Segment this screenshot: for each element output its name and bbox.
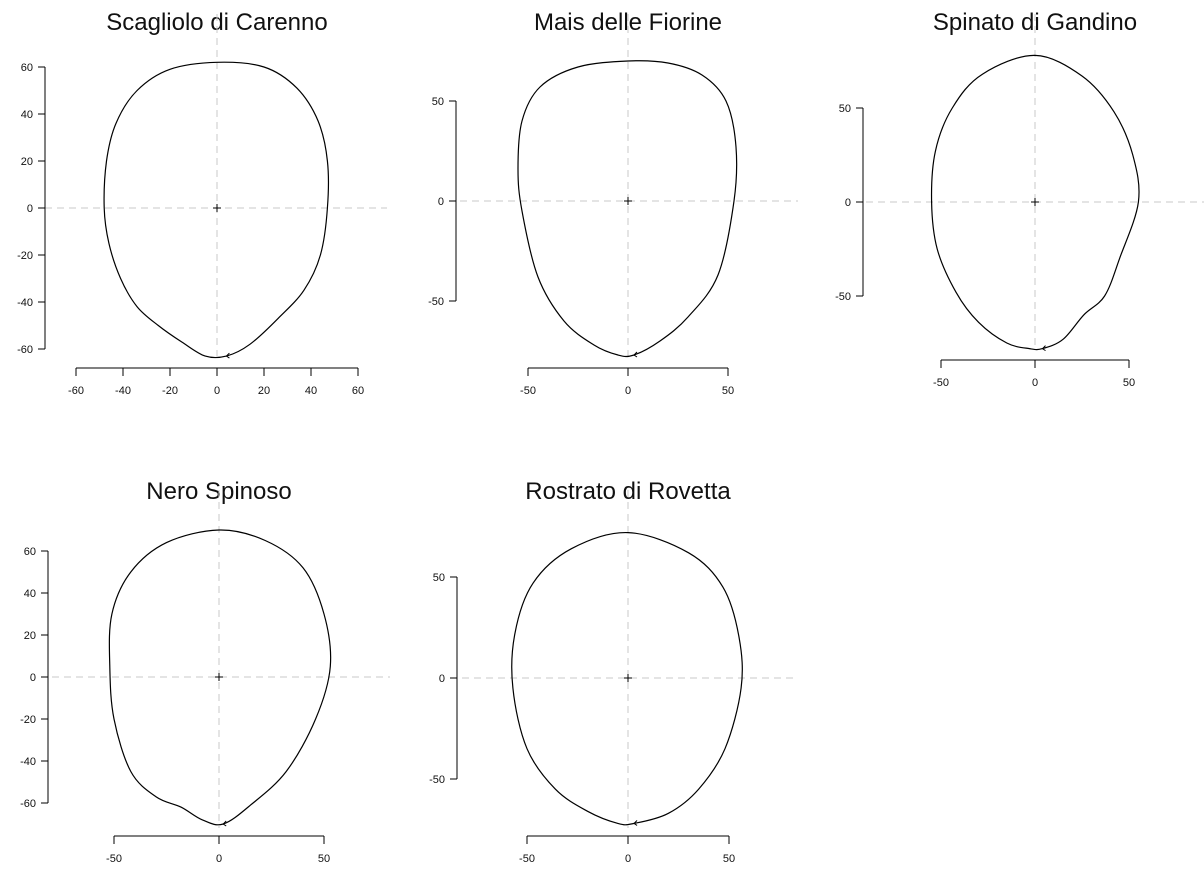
outline-arrowhead	[225, 352, 230, 359]
y-tick-label: -20	[17, 250, 33, 262]
y-tick-label: 20	[21, 156, 33, 168]
centroid-marker	[213, 204, 221, 212]
y-tick-label: 60	[21, 62, 33, 74]
y-tick-label: 40	[21, 109, 33, 121]
shape-outline	[108, 529, 332, 826]
y-tick-label: 50	[433, 572, 445, 584]
centroid-marker	[624, 197, 632, 205]
y-tick-label: -60	[20, 798, 36, 810]
y-tick-label: -50	[429, 774, 445, 786]
x-tick-label: 0	[214, 385, 220, 397]
y-tick-label: -40	[20, 756, 36, 768]
centroid-marker	[624, 674, 632, 682]
shape-outline	[103, 61, 330, 359]
y-tick-label: 60	[24, 546, 36, 558]
y-tick-label: 0	[30, 672, 36, 684]
shape-outline	[517, 60, 738, 358]
y-tick-label: -50	[835, 291, 851, 303]
centroid-marker	[1031, 198, 1039, 206]
x-tick-label: 0	[625, 853, 631, 865]
y-tick-label: -40	[17, 297, 33, 309]
x-tick-label: -20	[162, 385, 178, 397]
x-tick-label: -50	[933, 377, 949, 389]
x-tick-label: 50	[318, 853, 330, 865]
y-tick-label: -60	[17, 344, 33, 356]
x-tick-label: 0	[216, 853, 222, 865]
outline-arrowhead	[1041, 345, 1046, 352]
x-tick-label: -50	[520, 385, 536, 397]
y-tick-label: -20	[20, 714, 36, 726]
shape-outline	[930, 54, 1140, 351]
y-tick-label: 0	[27, 203, 33, 215]
y-tick-label: 0	[438, 196, 444, 208]
x-tick-label: 40	[305, 385, 317, 397]
x-tick-label: 0	[1032, 377, 1038, 389]
centroid-marker	[215, 673, 223, 681]
y-tick-label: 0	[439, 673, 445, 685]
y-tick-label: 50	[839, 103, 851, 115]
y-tick-label: 40	[24, 588, 36, 600]
outline-arrowhead	[222, 820, 227, 827]
y-tick-label: -50	[428, 296, 444, 308]
y-tick-label: 0	[845, 197, 851, 209]
x-tick-label: 50	[723, 853, 735, 865]
shape-outline	[511, 531, 743, 826]
x-tick-label: -40	[115, 385, 131, 397]
y-tick-label: 20	[24, 630, 36, 642]
x-tick-label: -50	[106, 853, 122, 865]
panel-1: Scagliolo di Carenno-60-40-200204060-60-…	[17, 9, 387, 397]
x-tick-label: 20	[258, 385, 270, 397]
x-tick-label: 60	[352, 385, 364, 397]
outline-arrowhead	[633, 820, 638, 826]
x-tick-label: -60	[68, 385, 84, 397]
y-tick-label: 50	[432, 96, 444, 108]
x-tick-label: 50	[1123, 377, 1135, 389]
x-tick-label: 0	[625, 385, 631, 397]
x-tick-label: 50	[722, 385, 734, 397]
x-tick-label: -50	[519, 853, 535, 865]
outline-arrowhead	[633, 351, 638, 358]
